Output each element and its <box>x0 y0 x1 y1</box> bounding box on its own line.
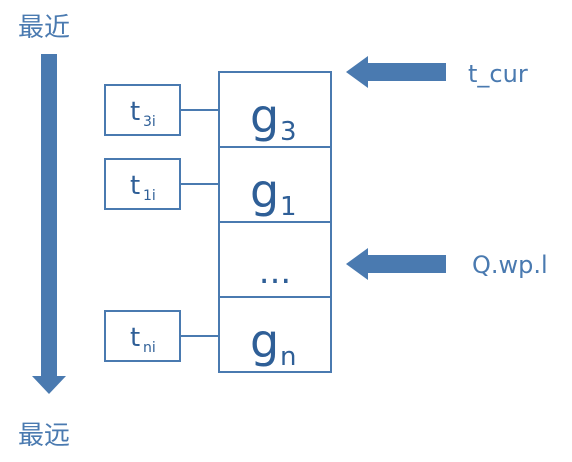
cell-main: ... <box>259 252 291 292</box>
tag-main: t <box>130 97 140 127</box>
tag-t1i: t 1i <box>104 158 219 210</box>
cell-sub: 1 <box>280 192 297 222</box>
cell-main: g <box>250 314 279 368</box>
stack-cell-gn: g n <box>218 296 332 373</box>
tag-sub: 1i <box>143 188 156 204</box>
left-arrow-icon <box>346 56 446 88</box>
cell-main: g <box>250 164 279 218</box>
label-farthest: 最远 <box>18 421 70 451</box>
label-q-wp-l: Q.wp.l <box>472 251 548 279</box>
tag-main: t <box>130 323 140 353</box>
cell-sub: n <box>280 342 296 372</box>
label-nearest: 最近 <box>18 13 70 43</box>
tag-sub: ni <box>143 340 156 356</box>
cell-main: g <box>250 89 279 143</box>
down-arrow-icon <box>32 54 66 394</box>
label-t-cur: t_cur <box>468 60 528 88</box>
stack-cell-g3: g 3 <box>218 71 332 148</box>
tag-main: t <box>130 171 140 201</box>
tag-tni: t ni <box>104 310 219 362</box>
cell-sub: 3 <box>280 117 297 147</box>
left-arrow-icon <box>346 248 446 280</box>
tag-sub: 3i <box>143 114 156 130</box>
stack-cell-g1: g 1 <box>218 146 332 223</box>
tag-t3i: t 3i <box>104 84 219 136</box>
stack-cell-ellipsis: ... <box>218 221 332 298</box>
